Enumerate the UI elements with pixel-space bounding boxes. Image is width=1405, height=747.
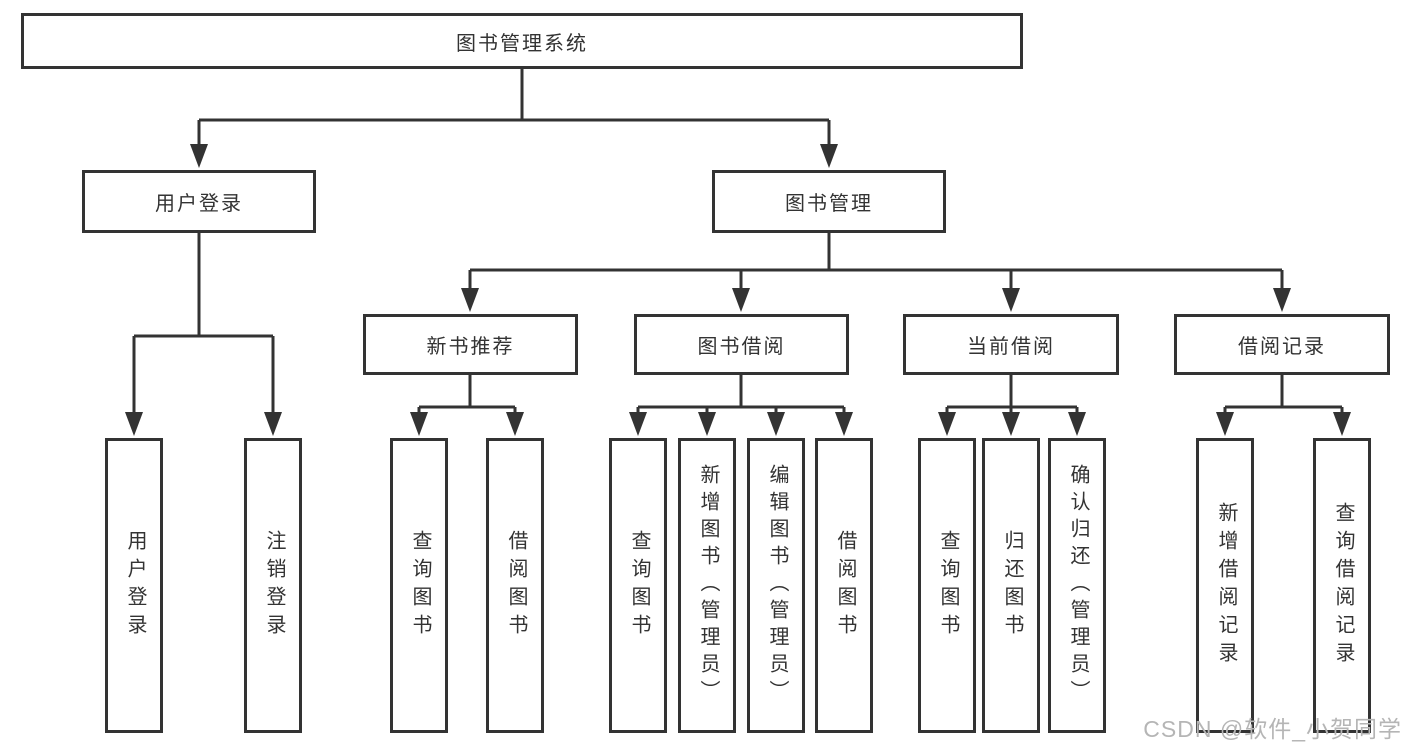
node-borrow-records: 借阅记录 (1174, 314, 1390, 375)
leaf-logout: 注销登录 (244, 438, 302, 733)
leaf-borrow-query-book: 查询图书 (609, 438, 667, 733)
leaf-current-query-book: 查询图书 (918, 438, 976, 733)
leaf-recommend-query-book: 查询图书 (390, 438, 448, 733)
arrowhead-icons (125, 144, 1351, 436)
leaf-current-confirm-return-admin: 确认归还（管理员） (1048, 438, 1106, 733)
leaf-user-login: 用户登录 (105, 438, 163, 733)
node-user-login: 用户登录 (82, 170, 316, 233)
leaf-borrow-borrow-book: 借阅图书 (815, 438, 873, 733)
node-root-system: 图书管理系统 (21, 13, 1023, 69)
leaf-recommend-borrow-book: 借阅图书 (486, 438, 544, 733)
node-current-borrow: 当前借阅 (903, 314, 1119, 375)
leaf-records-query-record: 查询借阅记录 (1313, 438, 1371, 733)
csdn-watermark: CSDN @软件_小贺同学 (1143, 716, 1402, 742)
leaf-current-return-book: 归还图书 (982, 438, 1040, 733)
leaf-records-add-record: 新增借阅记录 (1196, 438, 1254, 733)
leaf-borrow-edit-book-admin: 编辑图书（管理员） (747, 438, 805, 733)
node-new-book-recommend: 新书推荐 (363, 314, 578, 375)
node-book-borrow: 图书借阅 (634, 314, 849, 375)
node-book-management: 图书管理 (712, 170, 946, 233)
leaf-borrow-add-book-admin: 新增图书（管理员） (678, 438, 736, 733)
